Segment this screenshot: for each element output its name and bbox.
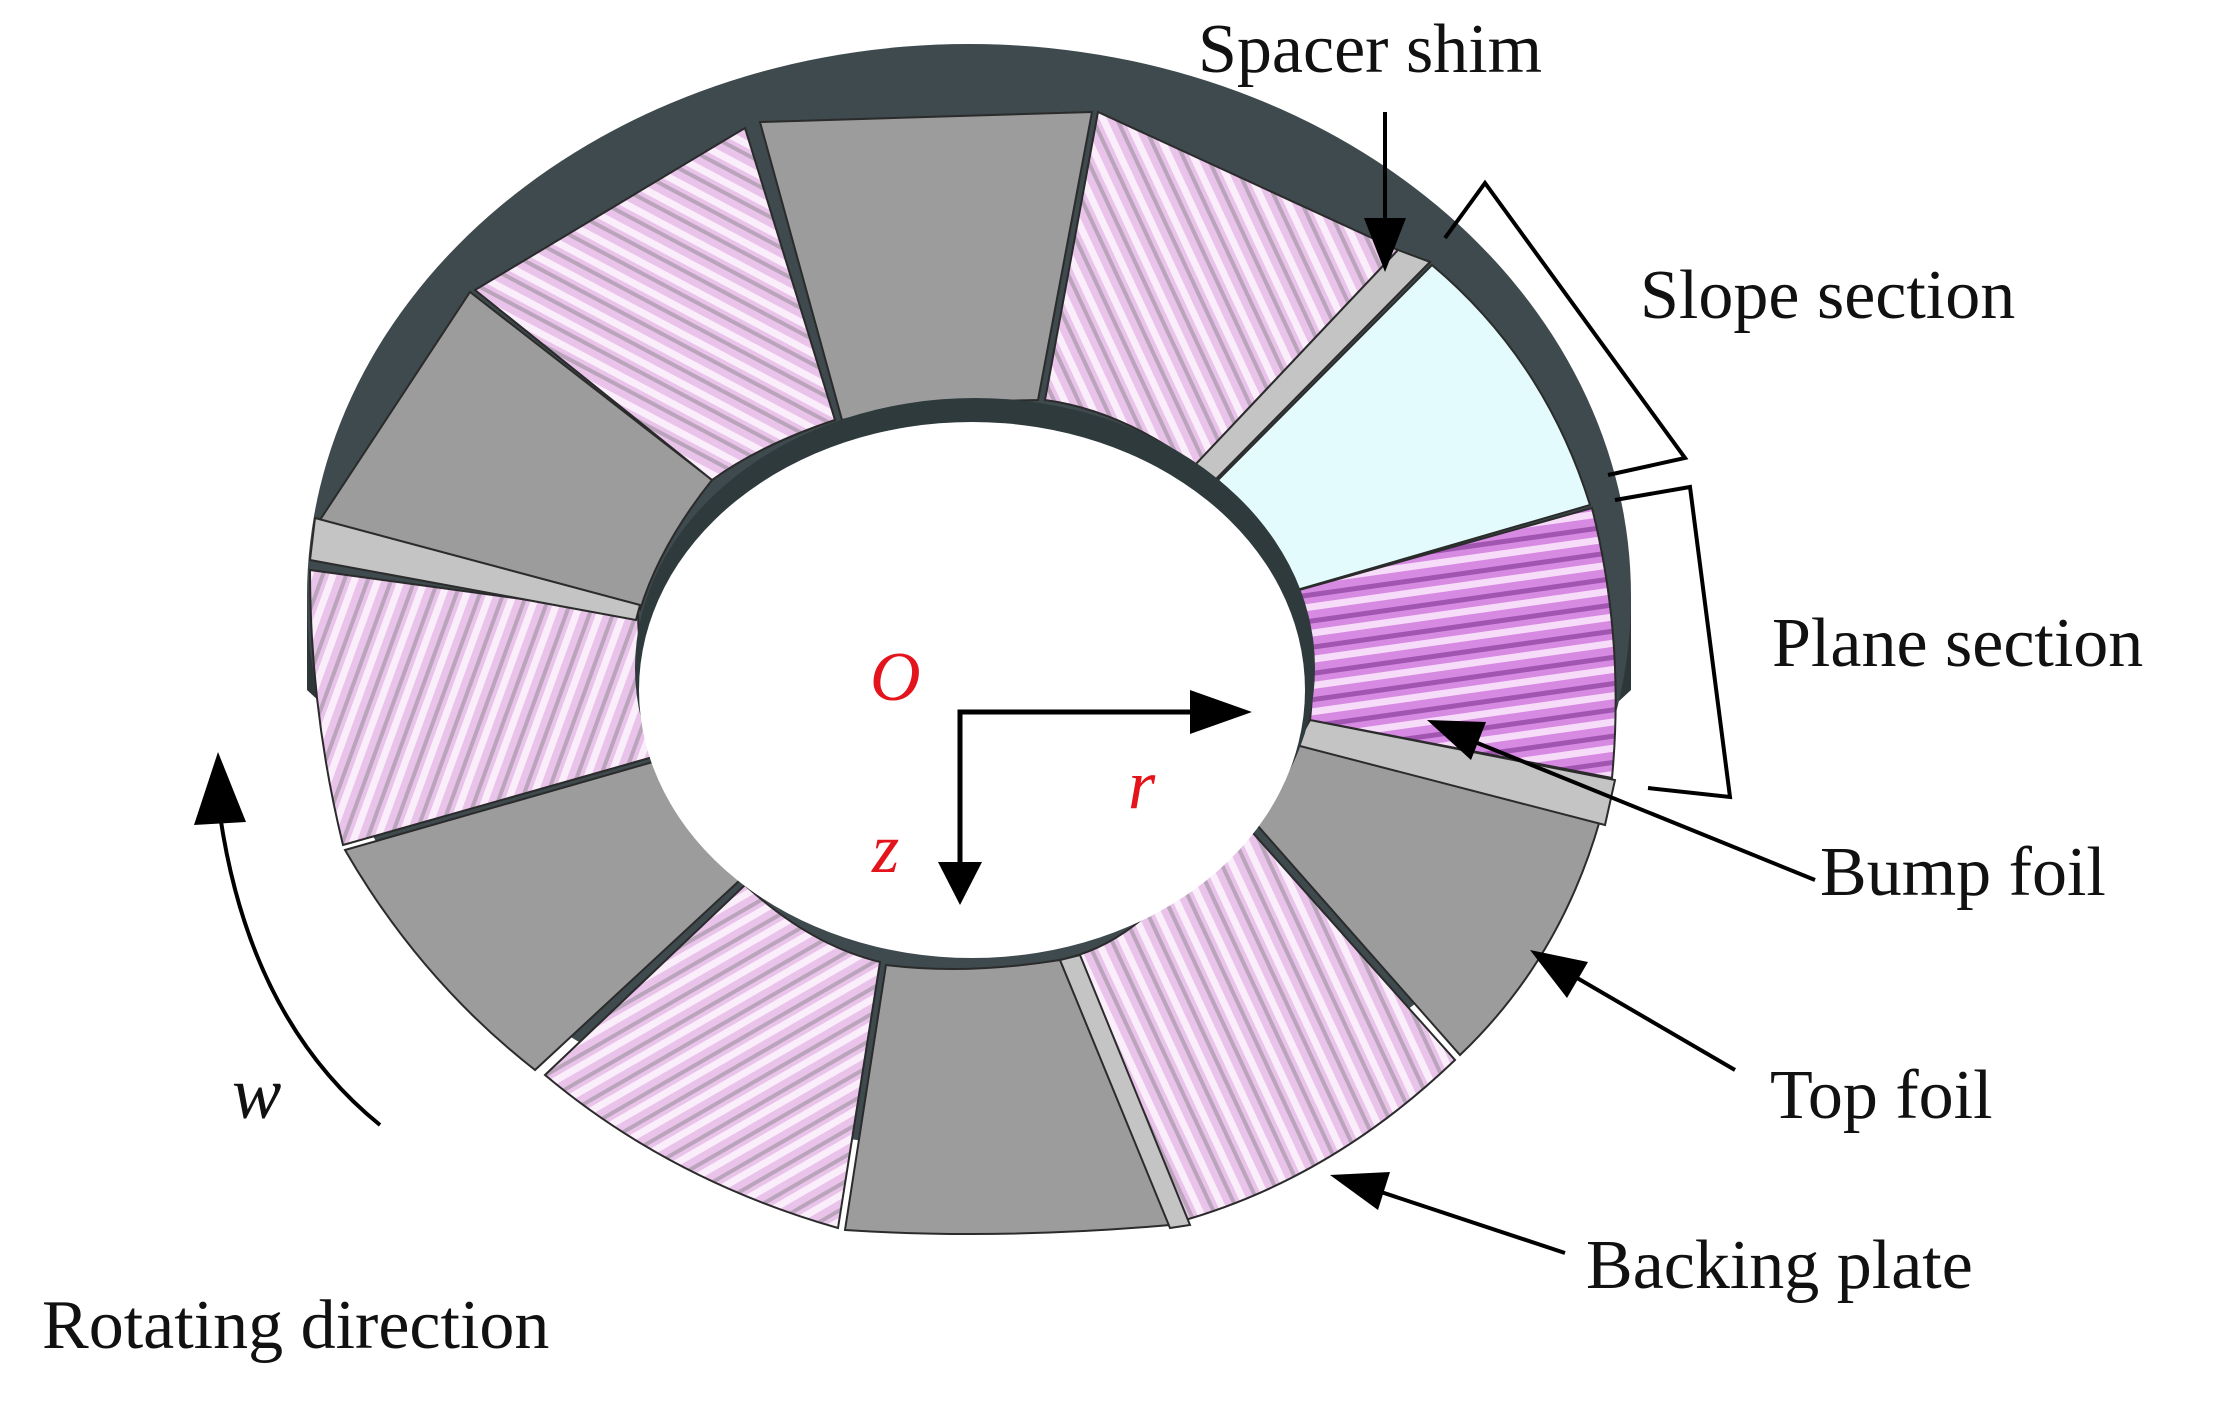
backing-plate-arrow [1374,1188,1566,1255]
r-axis-label: r [1128,747,1156,824]
top-foil-arrow-icon [1530,950,1588,998]
spacer-shim-label: Spacer shim [1198,11,1542,88]
rotating-direction-indicator: w [194,752,382,1135]
top-foil-arrow [1570,973,1737,1072]
spacer-shim [308,516,642,622]
slope-section-bracket [1443,179,1689,477]
bump-foil-arrow [1469,738,1816,882]
foil-pads [308,110,1617,1235]
inner-bore [635,398,1315,958]
plane-section-label: Plane section [1772,605,2143,682]
slope-section-label: Slope section [1640,257,2015,334]
z-axis-arrow-icon [938,862,982,905]
origin-label: O [870,639,921,716]
bump-foil-arrow-icon [1427,720,1486,760]
spacer-shim-arrow-icon [1364,218,1406,272]
plane-section-bracket [1614,484,1733,800]
omega-label: w [232,1053,281,1135]
rotation-arc [218,814,382,1127]
leader-arrows [1330,112,1816,1255]
backing-plate-arrow-icon [1330,1172,1390,1210]
z-axis-label: z [871,811,899,888]
bump-foil-pad [543,883,882,1230]
top-foil-pad [843,958,1172,1235]
bump-foil-pad [1066,803,1457,1224]
backing-plate-label: Backing plate [1586,1227,1973,1304]
spacer-shim [1058,953,1192,1230]
top-foil-label: Top foil [1770,1057,1993,1134]
rotating-direction-label: Rotating direction [42,1287,549,1364]
bump-foil-pad [473,126,837,482]
bump-foil-label: Bump foil [1820,834,2106,911]
component-labels: Spacer shim Slope section Plane section … [42,11,2143,1364]
rotation-arrow-icon [194,752,246,825]
r-axis-arrow-icon [1190,690,1252,734]
coordinate-axes: O r z [870,639,1252,905]
section-brackets [1443,179,1733,800]
